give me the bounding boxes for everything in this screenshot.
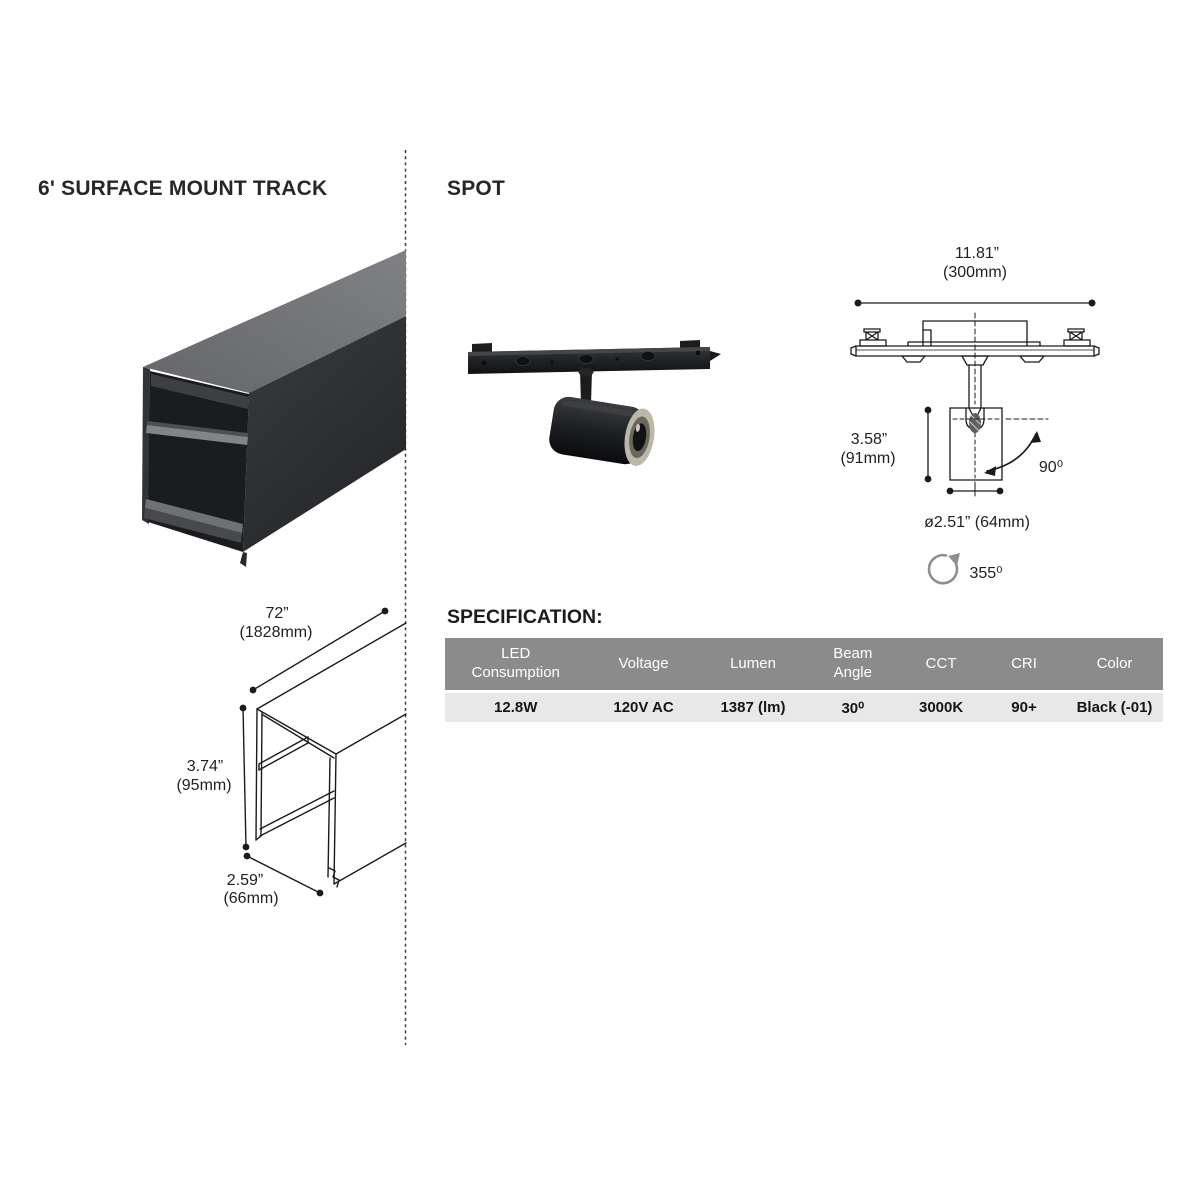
spec-col-beam-angle: Beam Angle [805,638,901,690]
track-dimension-drawing [239,607,407,897]
spec-col-led-consumption: LED Consumption [445,638,587,690]
spec-col-cri: CRI [982,638,1067,690]
spec-col-color: Color [1066,638,1163,690]
spec-col-voltage: Voltage [586,638,701,690]
rotation-circle-arrow-icon [927,553,959,585]
spot-track-length-mm-label: (300mm) [943,264,1007,281]
spec-value-led-consumption: 12.8W [445,693,587,722]
specification-title: SPECIFICATION: [447,606,603,628]
spec-value-cct: 3000K [900,693,983,722]
spec-value-row: 12.8W 120V AC 1387 (lm) 30⁰ 3000K 90+ Bl… [445,693,1163,722]
spec-col-cct: CCT [900,638,983,690]
right-section-title: SPOT [447,177,505,200]
track-height-mm-label: (95mm) [176,777,231,794]
track-length-mm-label: (1828mm) [240,624,313,641]
specification-table: LED Consumption Voltage Lumen Beam Angle… [445,635,1163,725]
spot-head-height-mm-label: (91mm) [840,450,895,467]
spot-dimension-drawing [850,299,1100,585]
spec-value-cri: 90+ [982,693,1067,722]
track-width-mm-label: (66mm) [223,890,278,907]
tilt-arc-arrow [986,433,1037,472]
spec-col-lumen: Lumen [700,638,806,690]
spec-value-color: Black (-01) [1066,693,1163,722]
spot-product-photo [468,340,721,466]
spec-value-voltage: 120V AC [586,693,701,722]
tilt-angle-label: 90⁰ [1039,459,1063,476]
spot-head-height-inches-label: 3.58” [851,431,887,448]
track-product-render [142,250,406,567]
spec-value-lumen: 1387 (lm) [700,693,806,722]
spot-track-length-inches-label: 11.81” [955,245,999,262]
spec-value-beam-angle: 30⁰ [805,693,901,722]
spec-header-row: LED Consumption Voltage Lumen Beam Angle… [445,638,1163,690]
track-height-inches-label: 3.74” [187,758,223,775]
spot-head-diameter-label: ø2.51” (64mm) [924,514,1030,531]
track-length-inches-label: 72” [265,605,288,622]
left-section-title: 6' SURFACE MOUNT TRACK [38,177,328,200]
track-width-inches-label: 2.59” [227,872,263,889]
rotation-angle-label: 355⁰ [969,565,1002,582]
